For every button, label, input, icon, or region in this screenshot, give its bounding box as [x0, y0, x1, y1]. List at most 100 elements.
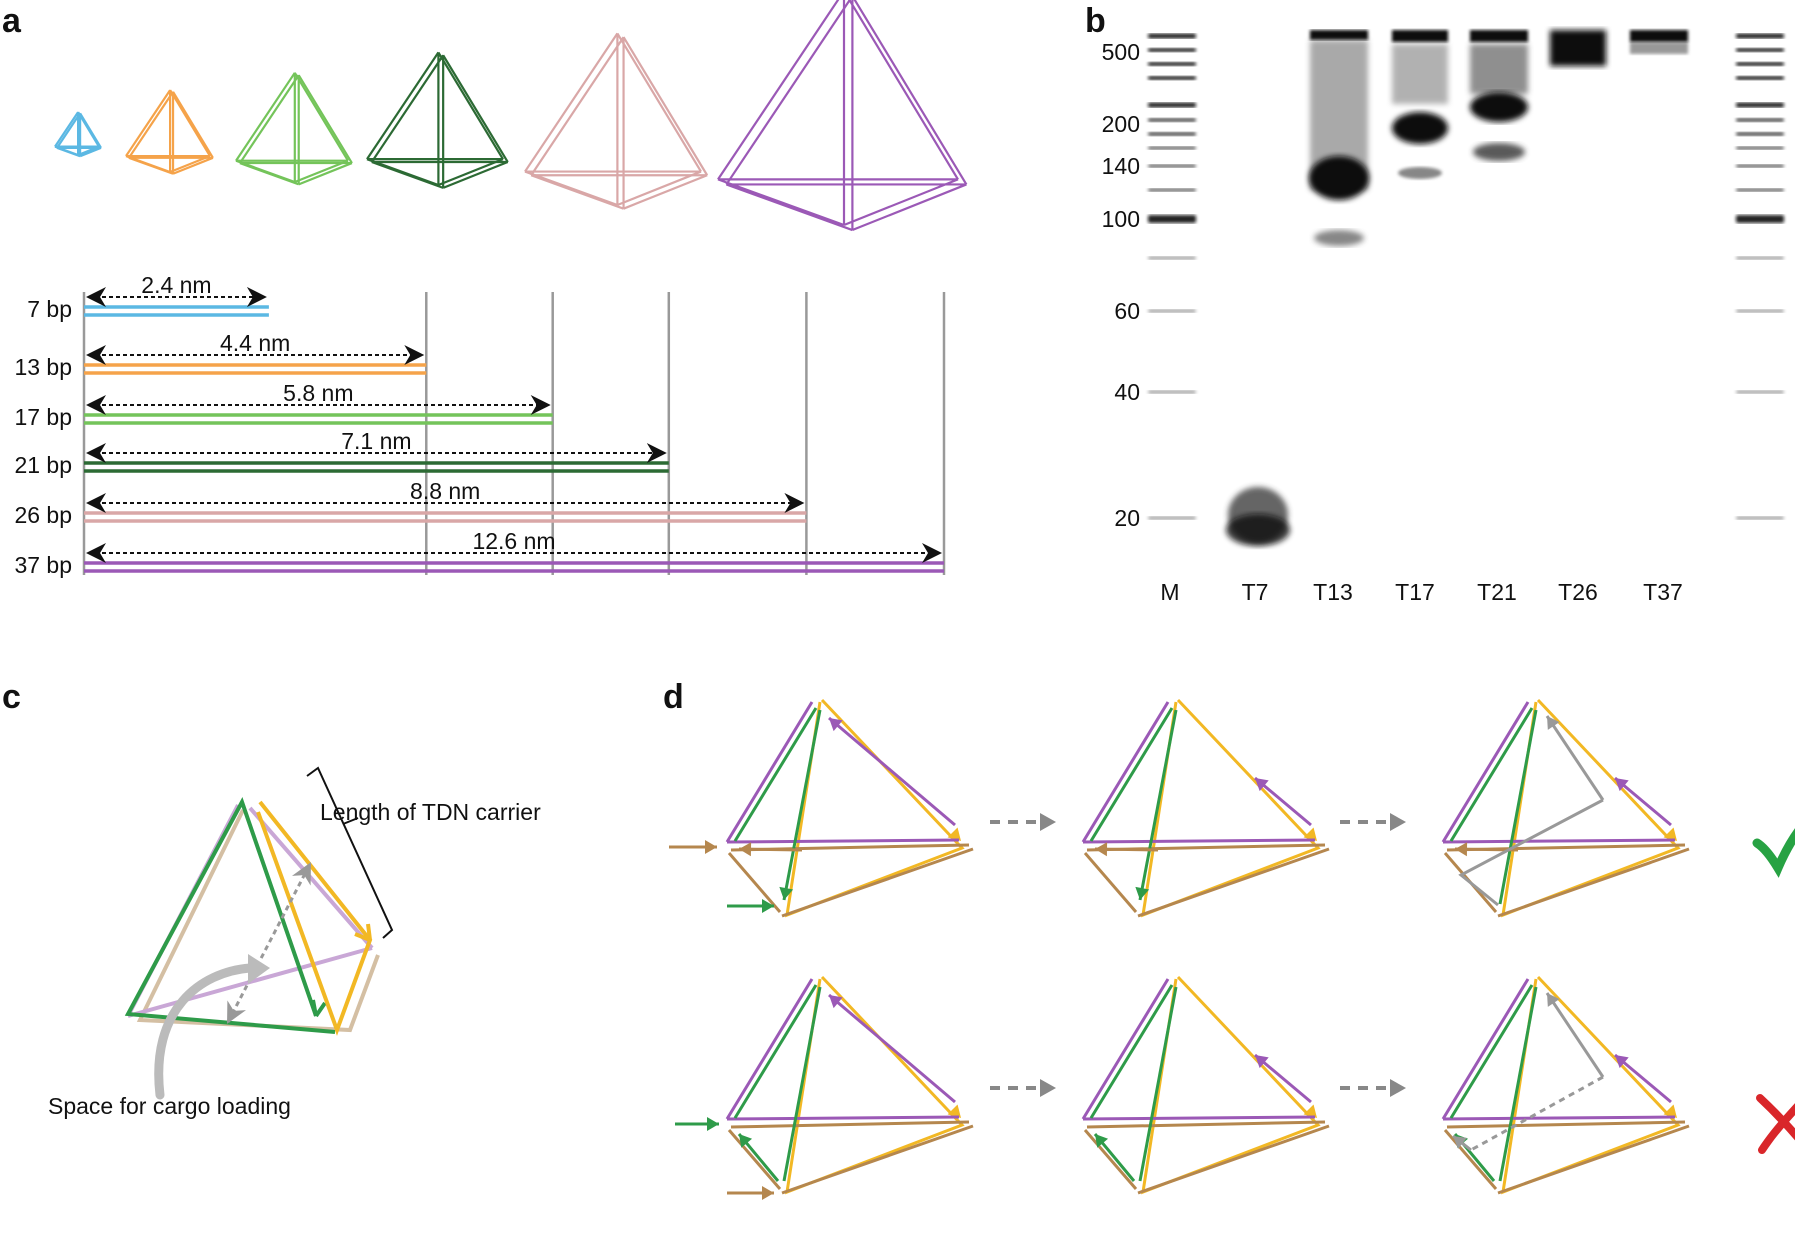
strand-green-down	[1498, 709, 1538, 905]
strand-green-left	[733, 984, 818, 1119]
gel-band-T7-core	[1226, 514, 1290, 546]
gel-lane-T26: T26	[1558, 579, 1598, 605]
gel-band-T13-lower	[1314, 230, 1364, 246]
length-label-37-bp: 12.6 nm	[472, 528, 555, 554]
strand-brown-front	[727, 1129, 782, 1190]
strand-green-down	[782, 986, 822, 1182]
tetrahedron-17-bp	[235, 72, 353, 186]
gel-lane-T13: T13	[1313, 579, 1353, 605]
tdn-assembly-r2-step3	[1441, 975, 1690, 1195]
gel-marker-40: 40	[1114, 379, 1140, 405]
ladder-band	[1736, 309, 1784, 313]
bp-label-21-bp: 21 bp	[14, 452, 72, 478]
strand-brown-front	[1443, 1129, 1498, 1190]
ladder-band	[1148, 146, 1196, 150]
length-label-13-bp: 4.4 nm	[220, 330, 290, 356]
gel-background	[1140, 22, 1794, 562]
strand-purple-right	[1614, 1053, 1672, 1104]
ladder-band	[1736, 76, 1784, 80]
gel-lane-T7: T7	[1242, 579, 1269, 605]
strand-purple-right-head-icon	[829, 718, 843, 732]
gel-band-T13-main	[1309, 156, 1369, 200]
strand-green-down	[782, 709, 822, 901]
gel-marker-500: 500	[1102, 39, 1140, 65]
space-for-cargo-loading-label: Space for cargo loading	[48, 1093, 291, 1119]
strand-brown-front	[1083, 1129, 1138, 1190]
tetrahedron-7-bp	[54, 111, 102, 158]
gel-band-T17-smear	[1392, 44, 1448, 104]
strand-purple-right-head-icon	[1255, 1055, 1269, 1069]
strand-gray-up	[1545, 715, 1605, 801]
gel-lane-labels: M T7 T13 T17 T21 T26 T37	[1160, 579, 1682, 605]
ladder-band	[1736, 62, 1784, 66]
gel-marker-100: 100	[1102, 206, 1140, 232]
strand-yellow	[1141, 698, 1321, 918]
bp-label-37-bp: 37 bp	[14, 552, 72, 578]
edge-lavender-right	[248, 806, 374, 950]
strand-purple-base	[726, 1115, 960, 1121]
gel-band-T21-smear	[1470, 44, 1528, 94]
ladder-band	[1148, 102, 1196, 108]
gel-lane-T37: T37	[1643, 579, 1683, 605]
strand-brown-base-arrow-head-icon	[739, 842, 752, 857]
gel-marker-60: 60	[1114, 298, 1140, 324]
strand-green-down	[1138, 709, 1178, 901]
ladder-band	[1736, 48, 1784, 52]
ladder-band	[1736, 188, 1784, 192]
strand-purple-base	[726, 838, 960, 844]
cargo-space-double-arrow-icon	[226, 862, 312, 1024]
strand-purple-left	[1441, 701, 1530, 843]
panel-letter-c: c	[2, 678, 21, 716]
cross-mark-icon	[1756, 1094, 1795, 1154]
strand-brown-base	[1086, 1120, 1326, 1129]
strand-green-bottom-arrow-head-icon	[1095, 1134, 1109, 1148]
strand-brown-front	[1083, 852, 1138, 913]
strand-purple-right-head-icon	[829, 995, 843, 1009]
strand-purple-left	[1081, 701, 1170, 843]
gel-lane-T17: T17	[1395, 579, 1435, 605]
length-label-7-bp: 2.4 nm	[141, 272, 211, 298]
strand-green-left	[1089, 707, 1174, 842]
gel-lane-M: M	[1160, 579, 1179, 605]
incoming-green-arrow-icon-head-icon	[762, 899, 774, 913]
strand-brown-base	[1446, 1120, 1686, 1129]
strand-yellow	[1501, 698, 1681, 918]
green-arrowhead-icon	[311, 999, 327, 1018]
strand-purple-right-head-icon	[1615, 778, 1629, 792]
strand-green-down-head-icon	[1135, 886, 1150, 900]
bracket-tick	[342, 817, 359, 825]
gel-band-T17-main	[1392, 112, 1448, 144]
process-arrowhead-icon	[1390, 1079, 1406, 1097]
strand-brown-base	[730, 1120, 970, 1129]
strand-purple-base	[1082, 838, 1316, 844]
gel-lane-T21: T21	[1477, 579, 1517, 605]
ladder-band	[1148, 76, 1196, 80]
strand-green-down	[1498, 986, 1538, 1182]
gel-band-T17-well	[1392, 30, 1448, 42]
ladder-band	[1148, 256, 1196, 260]
strand-purple-right-head-icon	[1255, 778, 1269, 792]
tetrahedron-13-bp	[125, 89, 214, 175]
incoming-brown-arrow-icon-head-icon	[705, 840, 717, 854]
ladder-band	[1736, 132, 1784, 136]
tdn-assembly-r2-step2	[1081, 975, 1330, 1195]
strand-purple-base	[1442, 1115, 1676, 1121]
yellow-arrowhead-icon	[1303, 827, 1317, 841]
strand-gray-dashed	[1470, 1075, 1604, 1152]
curved-arrow-icon	[154, 963, 255, 1100]
strand-purple-left	[725, 978, 814, 1120]
strand-brown-right	[1137, 1124, 1330, 1195]
ladder-band	[1148, 188, 1196, 192]
strand-purple-base	[1442, 838, 1676, 844]
strand-purple-right-head-icon	[1615, 1055, 1629, 1069]
ladder-band	[1736, 215, 1784, 223]
yellow-arrowhead-icon	[947, 827, 961, 841]
process-arrowhead-icon	[1040, 1079, 1056, 1097]
length-bracket	[306, 766, 394, 939]
strand-green-bottom-arrow-head-icon	[739, 1134, 753, 1148]
length-label-26-bp: 8.8 nm	[410, 478, 480, 504]
strand-green-left	[1449, 707, 1534, 842]
